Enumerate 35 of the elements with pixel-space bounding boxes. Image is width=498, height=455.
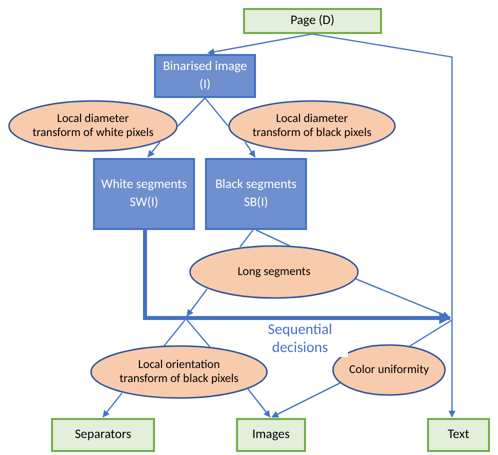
arrow [207,33,312,56]
node-label: White segments SW(I) [100,176,188,212]
process-ellipse [8,100,178,152]
edge-label: Sequential decisions [252,321,348,357]
data-box [93,158,195,230]
process-ellipse [332,344,446,396]
io-box [51,418,155,452]
node-label: Black segments SB(I) [214,176,298,212]
arrow [148,142,160,158]
arrow [271,382,340,418]
arrow [356,278,450,318]
arrow [186,288,208,317]
node-label: Text [448,426,470,444]
node-label: Page (D) [290,12,334,30]
io-box [427,418,490,452]
io-box [236,418,306,452]
node-label: Color uniformity [349,363,429,377]
process-ellipse [189,245,359,299]
node-label: Binarised image (I) [162,58,248,94]
data-box [154,54,256,98]
node-label: Local diameter transform of white pixels [32,112,154,140]
arrow [102,392,122,418]
arrow [244,142,256,158]
node-label: Separators [74,426,132,444]
process-ellipse [228,100,396,152]
node-label: Local diameter transform of black pixels [252,112,372,140]
node-label: Local orientation transform of black pixels [118,358,240,386]
arrow [247,388,271,418]
node-label: Long segments [238,265,310,279]
arrow [312,33,456,418]
io-box [243,8,382,34]
arrow [143,230,452,324]
data-box [205,158,307,230]
process-ellipse [90,345,268,399]
node-label: Images [252,426,290,444]
